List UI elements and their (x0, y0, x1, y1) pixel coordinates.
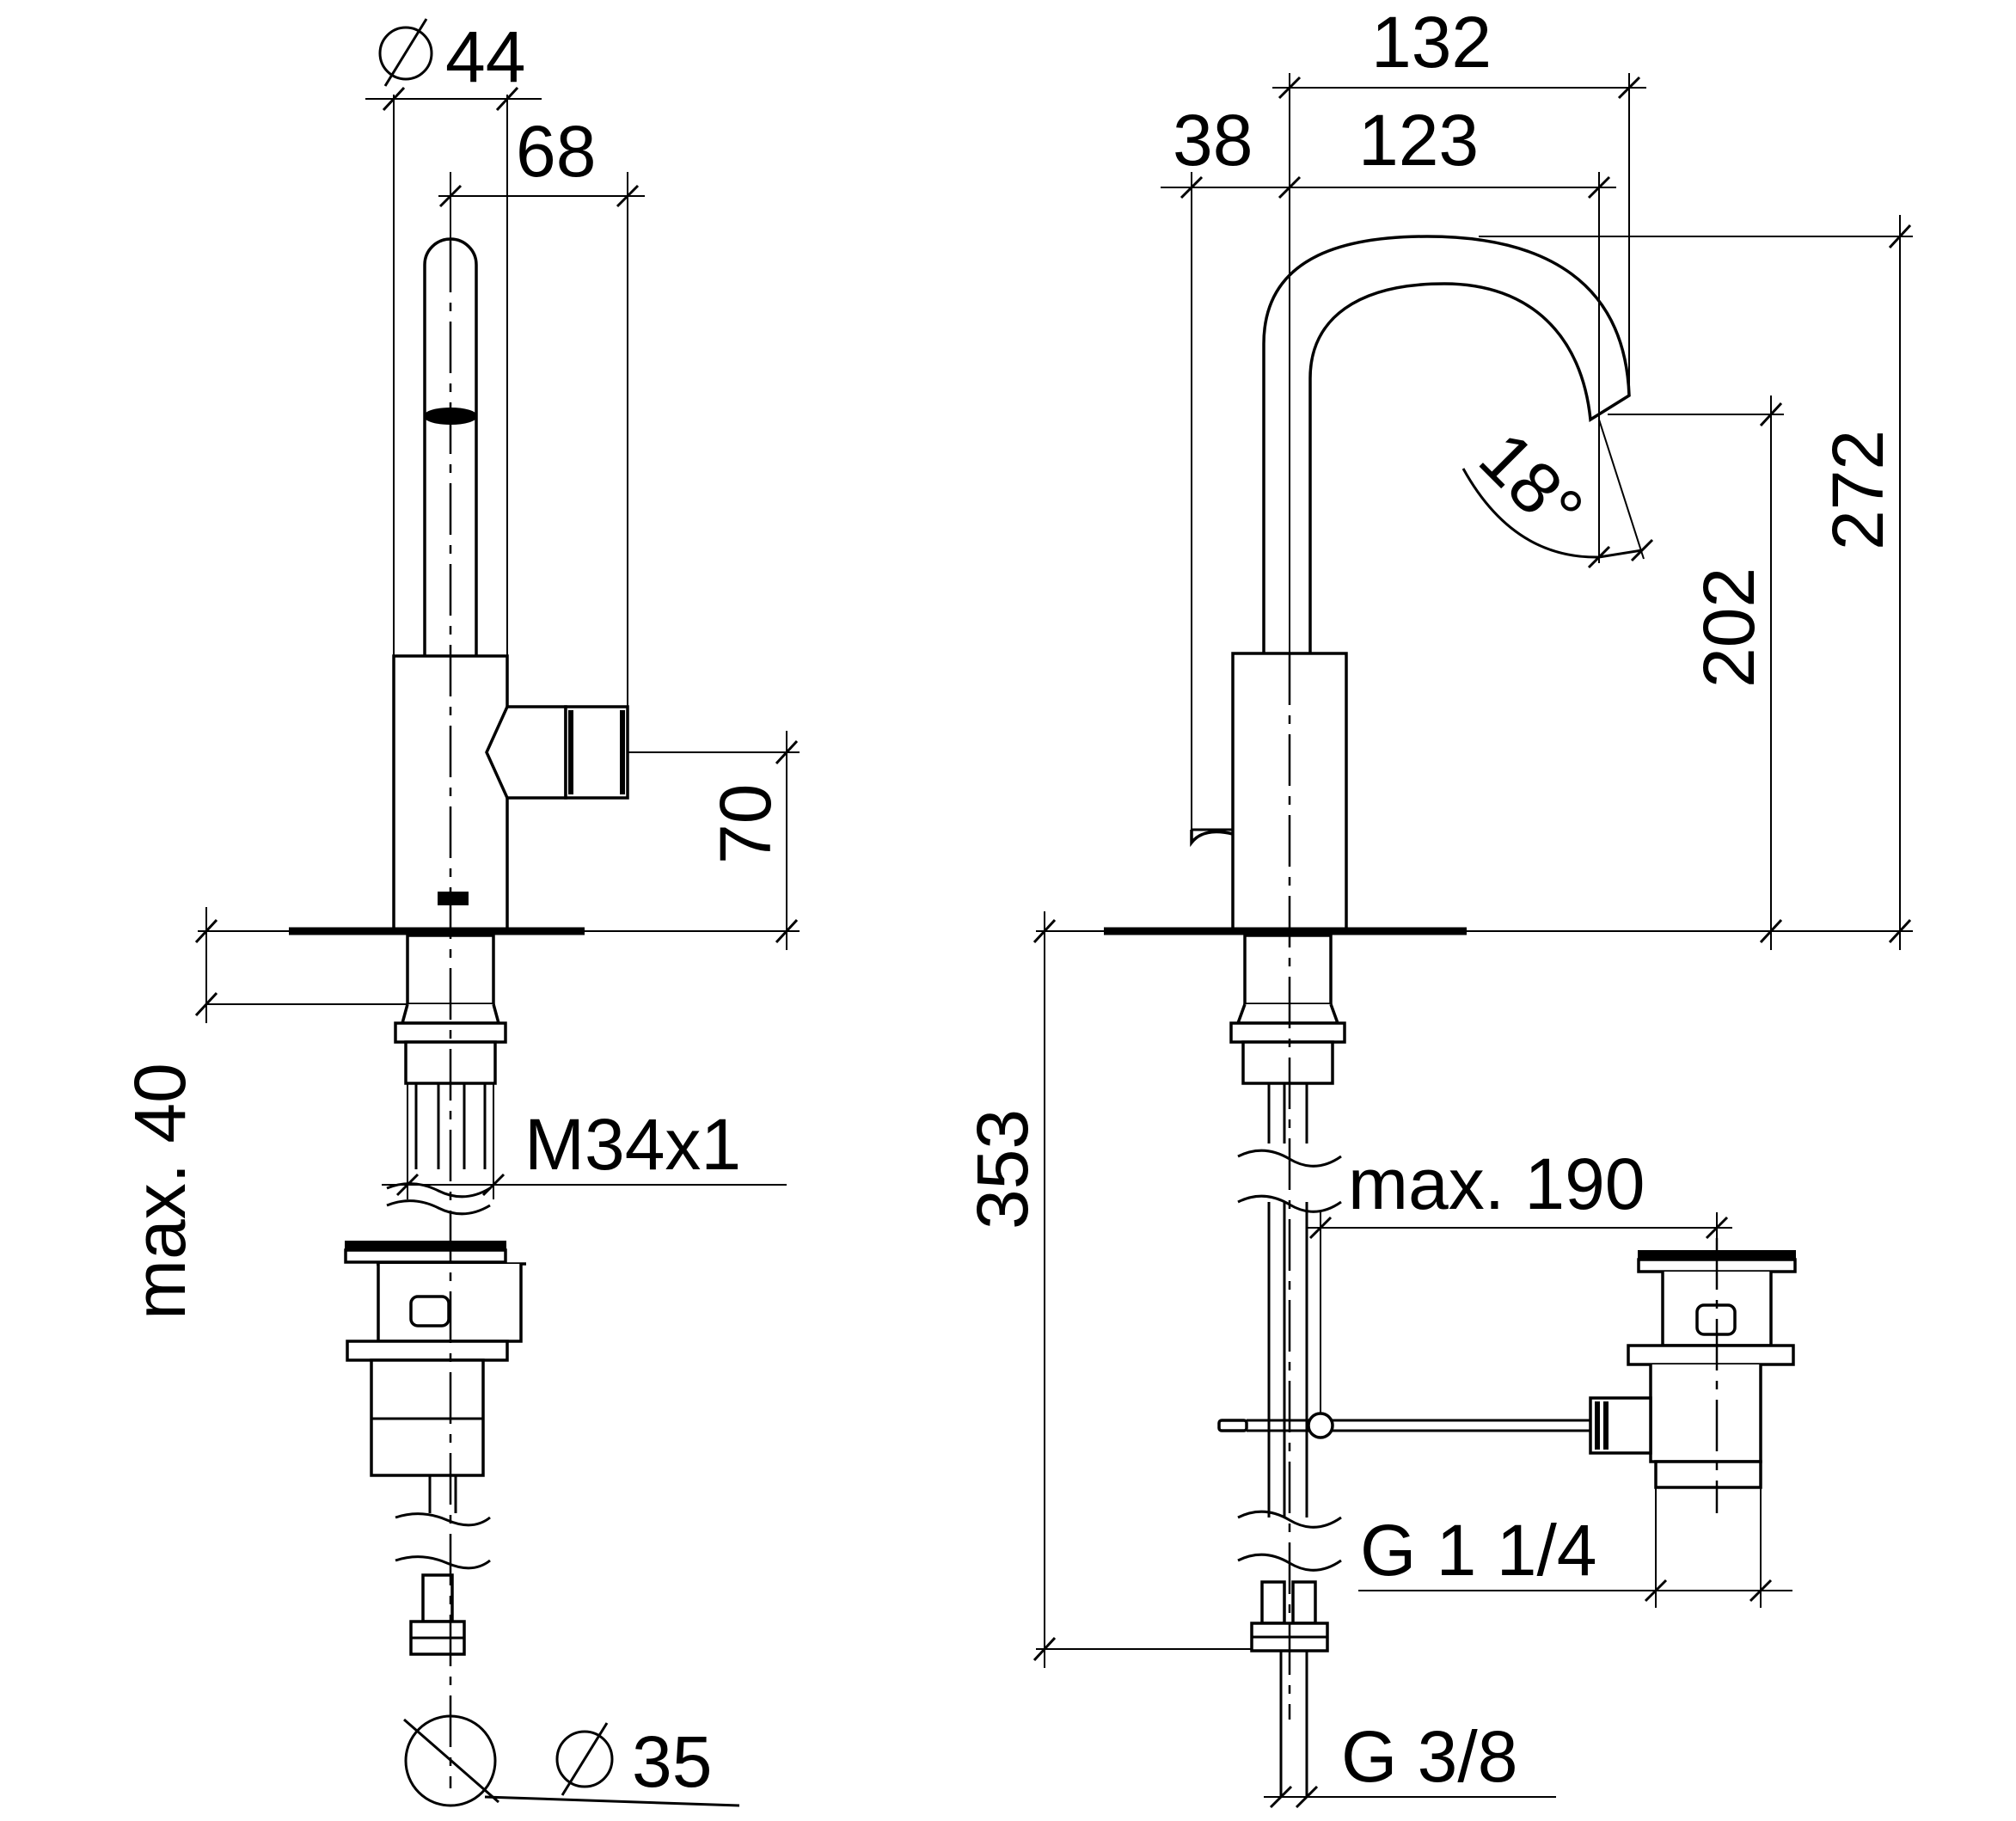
mixer-handle (485, 705, 629, 800)
label-123: 123 (1358, 100, 1479, 181)
dimension-353: 353 (962, 911, 1252, 1668)
label-dia-44: 44 (445, 16, 525, 97)
label-max-190: max. 190 (1348, 1143, 1645, 1224)
label-dia-35: 35 (632, 1721, 712, 1802)
label-353: 353 (962, 1109, 1043, 1229)
dimension-dia-44: 44 (365, 16, 542, 658)
shank (1229, 934, 1346, 1143)
side-view: 44 68 70 max. 40 (119, 16, 800, 1807)
label-132: 132 (1371, 2, 1492, 83)
dimension-m34x1: M34x1 (382, 1083, 787, 1199)
dimension-max-190: max. 190 (1307, 1143, 1732, 1414)
dimension-dia-35: 35 (555, 1721, 712, 1802)
dimension-132: 132 (1272, 2, 1646, 653)
front-view: 132 38 123 18° (962, 2, 1913, 1809)
label-angle-18: 18° (1464, 416, 1598, 550)
label-202: 202 (1688, 567, 1769, 688)
dimension-68: 68 (438, 111, 645, 707)
dimension-max-40: max. 40 (119, 907, 407, 1320)
label-70: 70 (705, 784, 786, 864)
diameter-symbol-icon (555, 1722, 614, 1796)
bore-circle (403, 1714, 740, 1807)
label-m34x1: M34x1 (524, 1104, 741, 1185)
dimension-70: 70 (585, 731, 800, 950)
label-272: 272 (1817, 430, 1898, 550)
gooseneck-spout (1262, 235, 1631, 655)
label-38: 38 (1173, 100, 1253, 181)
dimension-angle-18: 18° (1461, 416, 1654, 569)
dimension-272: 272 (1467, 215, 1913, 950)
dimension-38: 38 (1161, 100, 1302, 830)
label-g-3-8: G 3/8 (1341, 1716, 1517, 1797)
pull-rod (1217, 1412, 1590, 1439)
dimension-123: 123 (1290, 100, 1616, 420)
aerator-mark (438, 892, 469, 905)
label-68: 68 (516, 111, 596, 192)
dimension-g-1-1-4: G 1 1/4 (1358, 1487, 1792, 1608)
label-max-40: max. 40 (119, 1063, 200, 1320)
diameter-symbol-icon (378, 18, 433, 87)
dimension-202: 202 (1608, 395, 1784, 950)
pop-up-waste (344, 1241, 526, 1477)
pop-up-waste (1589, 1250, 1797, 1489)
dimension-g-3-8: G 3/8 (1264, 1716, 1556, 1809)
hose-connector (409, 1573, 466, 1656)
label-g-1-1-4: G 1 1/4 (1360, 1510, 1597, 1591)
